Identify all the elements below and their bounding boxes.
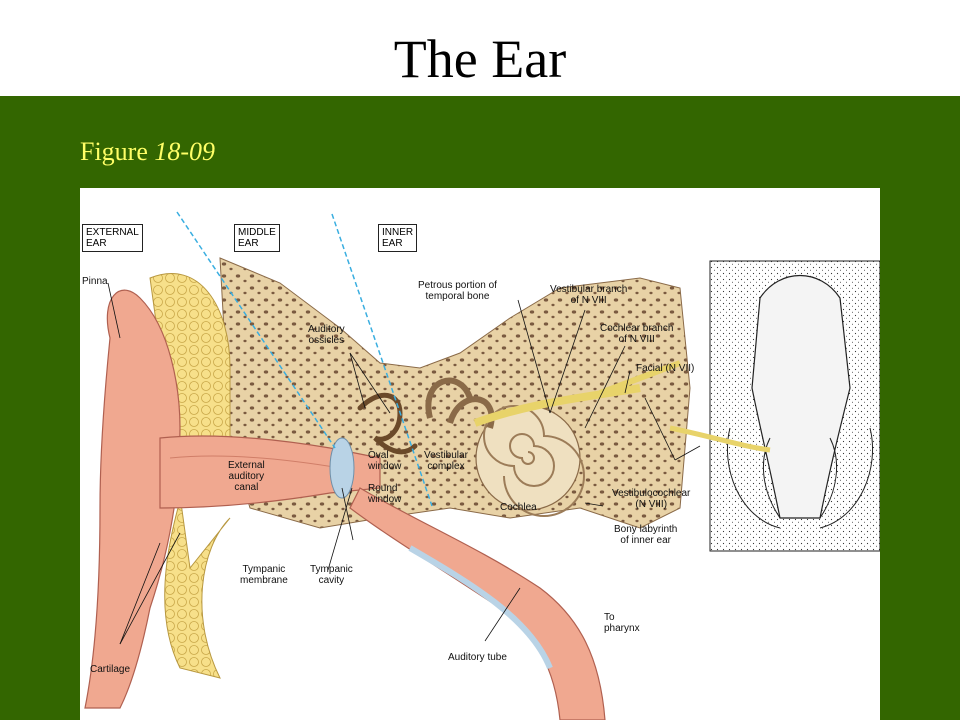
label-vestibulocochlear: Vestibulocochlear (N VIII) xyxy=(612,488,691,510)
region-middle-ear: MIDDLE EAR xyxy=(234,224,280,252)
label-round-window: Round window xyxy=(368,483,402,505)
label-pinna: Pinna xyxy=(82,276,108,287)
label-bony-labyrinth: Bony labyrinth of inner ear xyxy=(614,524,678,546)
region-external-ear: EXTERNAL EAR xyxy=(82,224,143,252)
label-petrous: Petrous portion of temporal bone xyxy=(418,280,497,302)
brainstem-panel xyxy=(669,260,880,552)
cochlea xyxy=(475,405,585,517)
label-to-pharynx: To pharynx xyxy=(604,612,640,634)
figure-label-number: 18-09 xyxy=(154,137,216,166)
label-external-canal: External auditory canal xyxy=(228,460,265,493)
auditory-tube xyxy=(349,487,606,720)
tympanic-membrane xyxy=(329,437,355,499)
pinna xyxy=(84,289,181,709)
label-vestibular-branch: Vestibular branch of N VIII xyxy=(550,284,628,306)
label-auditory-ossicles: Auditory ossicles xyxy=(308,324,345,346)
label-tympanic-membrane: Tympanic membrane xyxy=(240,564,288,586)
label-cartilage: Cartilage xyxy=(90,664,131,675)
external-auditory-canal xyxy=(159,435,381,509)
label-oval-window: Oval window xyxy=(368,450,402,472)
label-cochlear-branch: Cochlear branch of N VIII xyxy=(600,323,674,345)
figure-label: Figure 18-09 xyxy=(80,137,215,167)
ear-diagram: EXTERNAL EAR MIDDLE EAR INNER EAR Pinna … xyxy=(80,188,880,720)
divider-middle-inner xyxy=(331,213,433,507)
label-facial: Facial (N VII) xyxy=(636,363,695,374)
label-tympanic-cavity: Tympanic cavity xyxy=(310,564,353,586)
ossicles xyxy=(357,392,418,455)
ear-illustration xyxy=(84,211,880,720)
figure-label-prefix: Figure xyxy=(80,137,155,166)
vestibulocochlear-nerve xyxy=(473,384,641,427)
label-vestibular-complex: Vestibular complex xyxy=(424,450,468,472)
leader-lines xyxy=(107,282,701,645)
region-inner-ear: INNER EAR xyxy=(378,224,418,252)
slide-title: The Ear xyxy=(393,29,567,89)
divider-external-middle xyxy=(176,211,336,449)
label-auditory-tube: Auditory tube xyxy=(448,652,507,663)
label-cochlea: Cochlea xyxy=(500,502,537,513)
